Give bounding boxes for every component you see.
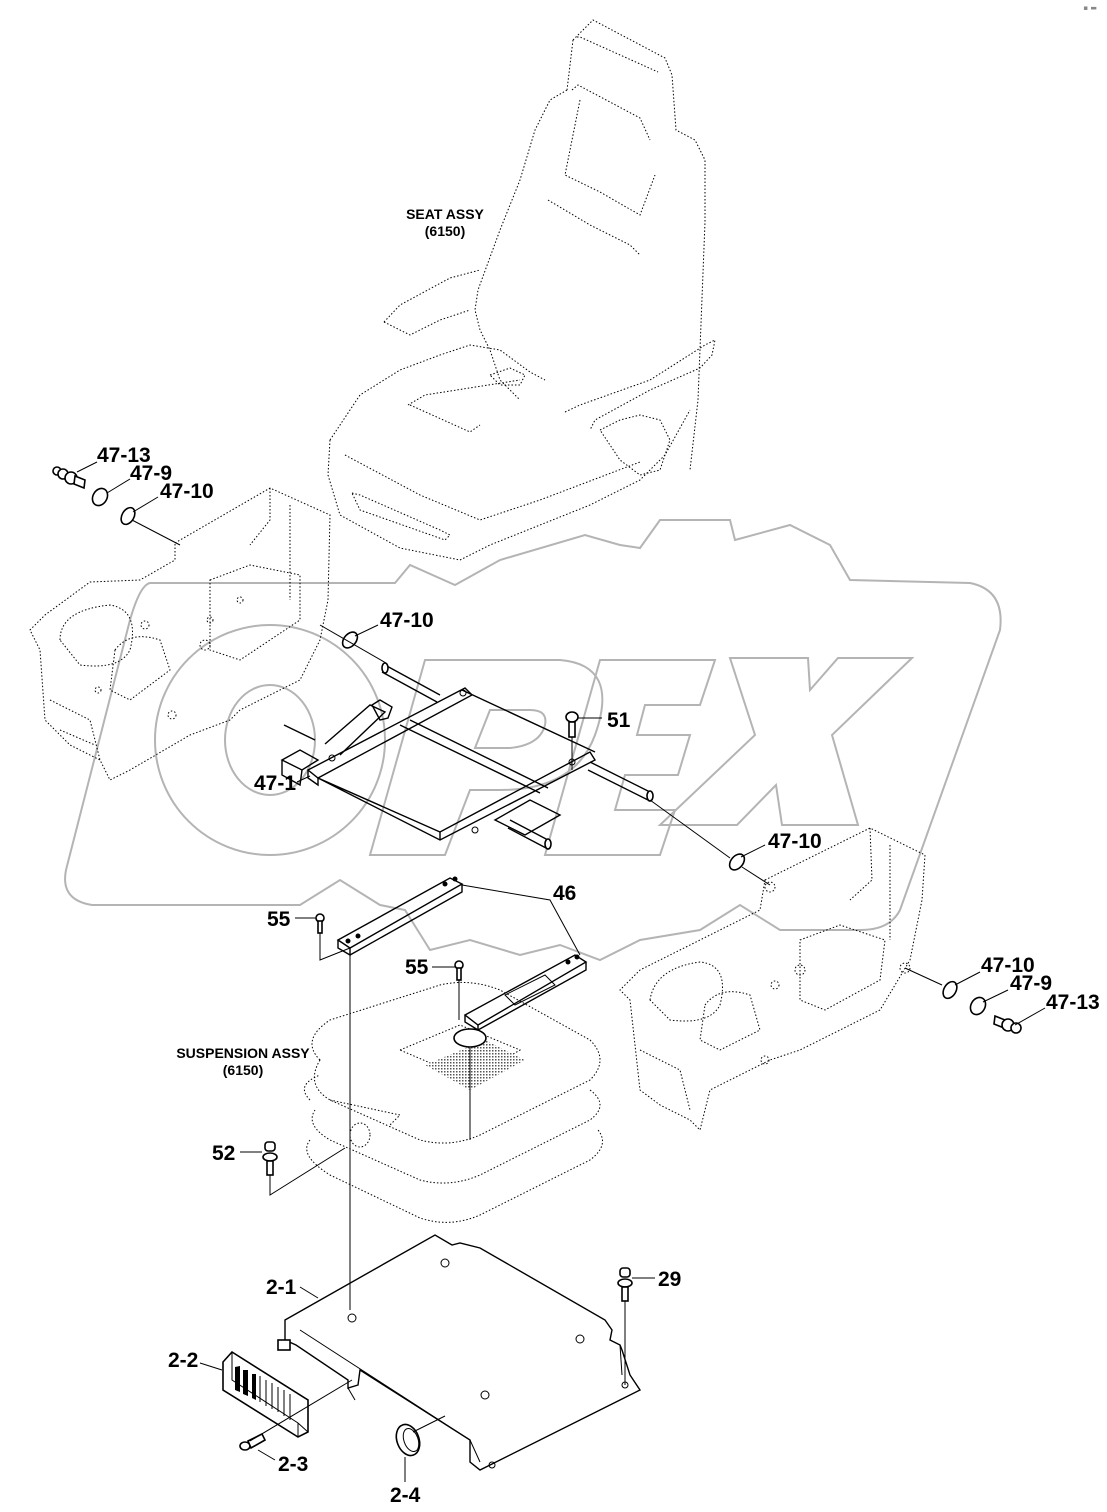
bolt-55-left-icon — [315, 913, 325, 934]
hardware-drawing — [52, 466, 1022, 1457]
callout-47-10-right: 47-10 — [981, 954, 1035, 977]
grille-2-2-drawing — [222, 1350, 309, 1438]
corner-mark: ▪ ▬ — [1083, 4, 1097, 12]
bolt-55-right-icon — [454, 960, 464, 981]
callout-55-right: 55 — [405, 956, 429, 979]
watermark-logo — [64, 519, 1002, 962]
ring-47-10-right-icon — [942, 980, 958, 1000]
callout-47-10-left-mid: 47-10 — [380, 609, 434, 632]
callout-47-9-left: 47-9 — [130, 462, 172, 485]
bolt-51-icon — [565, 711, 579, 738]
seat-assy-code: (6150) — [425, 223, 465, 239]
callout-51: 51 — [607, 709, 631, 732]
grommet-2-4-icon — [395, 1423, 421, 1457]
ring-47-10-right-top-icon — [728, 853, 746, 871]
ring-47-10-left-top-icon — [120, 506, 136, 526]
seat-assy-label: SEAT ASSY — [406, 206, 484, 222]
watermark-letter-p — [368, 659, 604, 856]
callout-47-10-right-top: 47-10 — [768, 830, 822, 853]
callout-47-1: 47-1 — [254, 772, 296, 795]
rails-46-drawing — [336, 876, 588, 1032]
base-plate-2-1-drawing — [277, 1234, 642, 1471]
base-frame-47-1-drawing — [280, 662, 654, 850]
callout-47-13-right: 47-13 — [1046, 991, 1100, 1014]
bolt-29-icon — [617, 1267, 633, 1302]
right-side-frame-drawing — [619, 827, 926, 1131]
washer-47-9-left-icon — [91, 487, 109, 507]
bolt-47-13-left-icon — [52, 466, 86, 490]
suspension-assy-label: SUSPENSION ASSY — [176, 1045, 310, 1061]
callout-2-3: 2-3 — [278, 1453, 308, 1476]
callout-29: 29 — [658, 1268, 681, 1291]
callout-46: 46 — [553, 882, 576, 905]
watermark-letter-x — [657, 657, 915, 826]
bolt-47-13-right-icon — [993, 1014, 1022, 1034]
callout-52: 52 — [212, 1142, 235, 1165]
callout-2-4: 2-4 — [390, 1484, 421, 1507]
callout-2-1: 2-1 — [266, 1276, 297, 1299]
washer-47-9-right-icon — [969, 996, 987, 1016]
leader-lines — [76, 461, 1046, 1482]
callout-2-2: 2-2 — [168, 1349, 198, 1372]
callout-47-10-left-top: 47-10 — [160, 480, 214, 503]
screw-2-3-icon — [239, 1432, 267, 1451]
watermark-gear-outline — [64, 519, 1002, 962]
bolt-52-icon — [262, 1141, 278, 1176]
suspension-assembly-drawing — [303, 981, 603, 1223]
ring-47-10-left-mid-icon — [341, 631, 359, 649]
callout-55-left: 55 — [267, 908, 291, 931]
suspension-assy-code: (6150) — [223, 1062, 263, 1078]
watermark-letter-o — [154, 624, 386, 856]
left-side-frame-drawing — [29, 487, 331, 781]
callout-47-13-left: 47-13 — [97, 444, 151, 467]
seat-assembly-drawing — [327, 19, 716, 561]
callout-47-9-right: 47-9 — [1010, 972, 1052, 995]
